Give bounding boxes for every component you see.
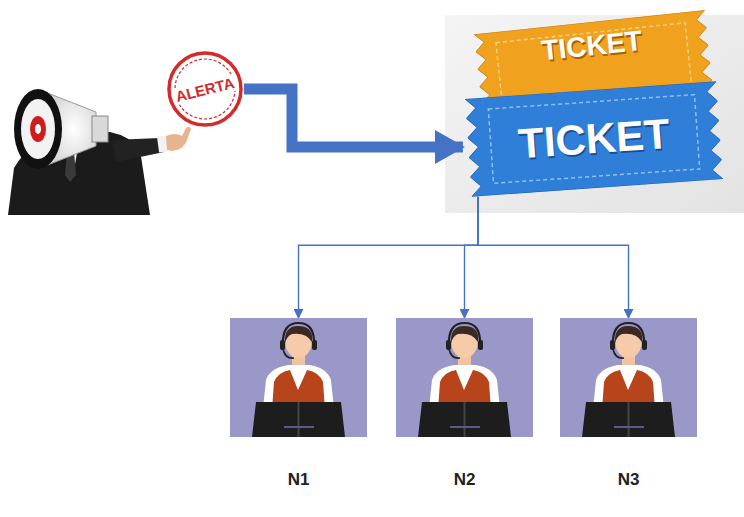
suit-arm: [112, 138, 164, 162]
level-label: N3: [560, 470, 697, 490]
megaphone-mouth: [14, 89, 62, 169]
megaphone-center: [30, 116, 46, 142]
agent-picture: [396, 318, 533, 437]
level-label: N2: [396, 470, 533, 490]
agent-picture: [560, 318, 697, 437]
megaphone-dot: [35, 124, 41, 134]
agent-figure: [396, 318, 533, 437]
alert-stamp: ALERTA: [166, 50, 244, 128]
agent-card: N2: [396, 318, 533, 490]
branch-connector: [478, 197, 629, 318]
ticket-front: TICKET: [465, 81, 723, 196]
hand: [166, 127, 191, 151]
agent-picture: [230, 318, 367, 437]
flow-arrow: [244, 89, 463, 147]
agent-figure: [230, 318, 367, 437]
megaphone-handle: [92, 116, 108, 142]
megaphone-inner: [21, 99, 55, 159]
agent-figure: [560, 318, 697, 437]
agent-card: N3: [560, 318, 697, 490]
level-label: N1: [230, 470, 367, 490]
branch-connector: [299, 197, 479, 318]
agent-card: N1: [230, 318, 367, 490]
branch-connector: [465, 197, 479, 318]
